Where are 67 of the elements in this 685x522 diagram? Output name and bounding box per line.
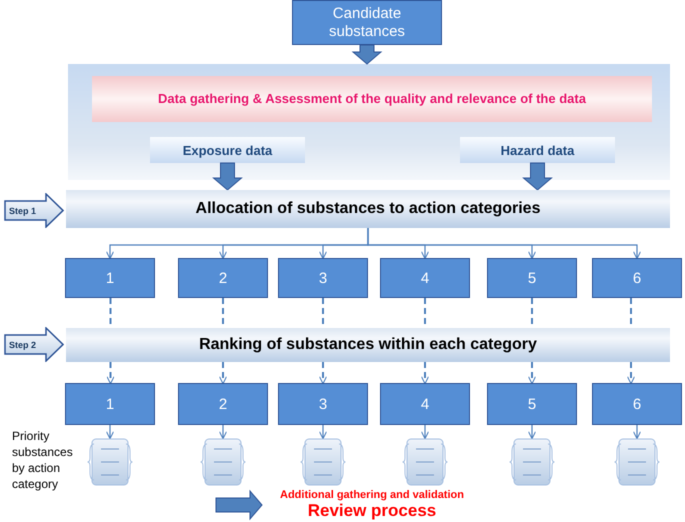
category-number: 3 (318, 270, 328, 286)
dashed-arrow (318, 362, 328, 384)
category-number: 4 (420, 270, 430, 286)
dashed-arrow (420, 362, 430, 384)
section-label: Exposure data (182, 142, 272, 158)
category-number: 5 (528, 396, 536, 412)
section-heading: Data gathering & Assessment of the quality and relevance of the data (158, 90, 586, 108)
stage-band (66, 328, 670, 362)
category-box (65, 258, 155, 298)
arrow (318, 425, 328, 440)
list-icon (509, 438, 555, 486)
band-title: Allocation of substances to action categories (196, 200, 540, 218)
category-box (487, 258, 577, 298)
list-icon (402, 438, 448, 486)
note-text: Additional gathering and validation (280, 489, 464, 501)
category-number: 6 (632, 270, 642, 286)
list-icon (87, 438, 133, 486)
stage-band (66, 190, 670, 228)
dashed-arrow (626, 362, 636, 384)
block-arrow (216, 490, 263, 520)
section-band (460, 137, 615, 163)
step-label: Step 2 (9, 340, 36, 350)
arrow (632, 425, 642, 440)
section-label: Hazard data (500, 142, 574, 158)
list-icon (614, 438, 660, 486)
category-box (380, 258, 470, 298)
band-title: Ranking of substances within each category (199, 336, 537, 354)
arrow (528, 425, 536, 440)
section-band (150, 137, 305, 163)
category-box (65, 383, 155, 425)
list-icon (300, 438, 346, 486)
heading-band (92, 76, 652, 122)
step-arrow (4, 327, 64, 362)
note-heading: Review process (308, 501, 436, 521)
category-number: 6 (632, 396, 642, 412)
arrow (106, 425, 114, 440)
list-icon (200, 438, 246, 486)
side-note: Priority substances by action category (12, 428, 70, 492)
category-box (592, 383, 682, 425)
category-number: 2 (218, 396, 228, 412)
dashed-arrow (528, 362, 536, 384)
process-box (292, 0, 442, 45)
step-label: Step 1 (9, 206, 36, 216)
category-box (278, 383, 368, 425)
arrow (367, 228, 642, 260)
category-box (592, 258, 682, 298)
category-box (178, 258, 268, 298)
category-number: 2 (218, 270, 228, 286)
category-box (278, 258, 368, 298)
panel (68, 64, 670, 180)
block-arrow (352, 44, 382, 65)
category-box (487, 383, 577, 425)
arrow (218, 425, 228, 440)
arrow (420, 425, 430, 440)
node-label: Candidate substances (328, 4, 406, 40)
category-number: 1 (106, 396, 114, 412)
category-number: 4 (420, 396, 430, 412)
category-number: 5 (528, 270, 536, 286)
dashed-arrow (218, 362, 228, 384)
category-number: 1 (106, 270, 114, 286)
step-arrow (4, 193, 64, 228)
block-arrow (212, 162, 243, 191)
dashed-arrow (106, 362, 115, 384)
category-box (178, 383, 268, 425)
category-number: 3 (318, 396, 328, 412)
block-arrow (522, 162, 553, 191)
category-box (380, 383, 470, 425)
